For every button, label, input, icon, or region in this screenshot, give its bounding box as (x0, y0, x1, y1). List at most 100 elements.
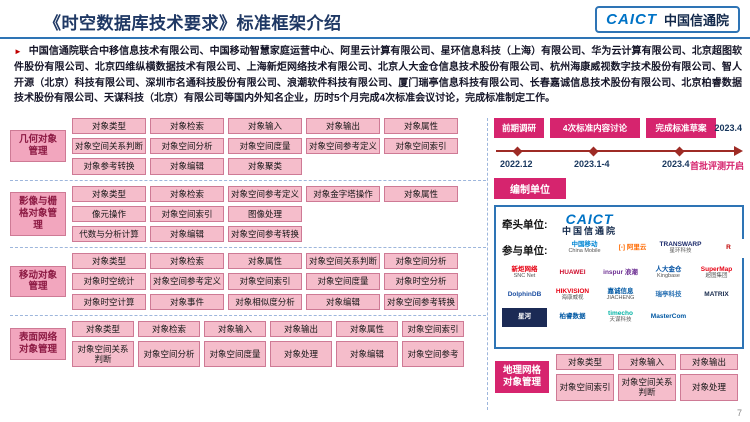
capability-box: 对象类型 (556, 354, 614, 371)
capability-row: 对象时空计算对象事件对象相似度分析对象编辑对象空间参考转换 (72, 293, 486, 310)
capability-row: 对象类型对象检索对象输入对象输出对象属性对象空间索引 (72, 320, 486, 337)
milestone-box-1: 前期调研 (494, 118, 544, 138)
partner-logo: MasterCom (646, 308, 691, 328)
group-divider (10, 179, 486, 181)
caict-logo-name: 中国信通院 (663, 13, 729, 28)
capability-box: 对象空间分析 (138, 340, 200, 368)
capability-box: 对象空间索引 (228, 273, 302, 290)
capability-box: 对象属性 (384, 185, 458, 202)
intro-text: 中国信通院联合中移信息技术有限公司、中国移动智慧家庭运营中心、阿里云计算有限公司… (14, 46, 742, 105)
capability-box: 对象编辑 (336, 340, 398, 368)
org-section-label: 编制单位 (494, 178, 566, 199)
capability-box: 对象输出 (270, 320, 332, 337)
capability-box: 像元操作 (72, 205, 146, 222)
milestone-date-1: 2022.12 (500, 159, 533, 169)
caict-wordmark: CAICT (606, 11, 657, 28)
capability-row: 像元操作对象空间索引图像处理 (72, 205, 486, 222)
capability-box: 对象金字塔操作 (306, 185, 380, 202)
group-moving: 移动对象管理 对象类型对象检索对象属性对象空间关系判断对象空间分析 对象时空统计… (10, 253, 486, 310)
capability-box: 代数与分析计算 (72, 225, 146, 243)
partner-logo: 柏睿数据 (550, 308, 595, 328)
capability-box: 对象空间关系判断 (72, 340, 134, 368)
group-grid: 地理网格对象管理 对象类型对象输入对象输出 对象空间索引对象空间关系判断对象处理 (494, 354, 744, 401)
partner-logo: HUAWEI (550, 264, 595, 284)
capability-box: 对象类型 (72, 253, 146, 270)
group-divider (10, 314, 486, 316)
caict-lead-wordmark: CAICT (565, 211, 614, 227)
page-title: 《时空数据库技术要求》标准框架介绍 (44, 14, 342, 33)
capability-box: 对象类型 (72, 118, 146, 135)
partner-logo: [-] 阿里云 (610, 239, 655, 259)
capability-row: 对象空间关系判断对象空间分析对象空间度量对象处理对象编辑对象空间参考 (72, 340, 486, 368)
bullet-arrow-icon: ► (14, 47, 22, 56)
capability-row: 对象类型对象检索对象空间参考定义对象金字塔操作对象属性 (72, 185, 486, 202)
capability-box: 对象相似度分析 (228, 293, 302, 310)
capability-box: 对象属性 (384, 118, 458, 135)
capability-box: 对象检索 (150, 118, 224, 135)
capability-row: 对象参考转换对象编辑对象聚类 (72, 158, 486, 175)
partner-logo: timecho 天谋科技 (598, 308, 643, 328)
capability-box: 对象检索 (150, 253, 224, 270)
capability-row: 对象类型对象检索对象输入对象输出对象属性 (72, 118, 486, 135)
capability-box: 对象时空计算 (72, 293, 146, 310)
caict-logo: CAICT 中国信通院 (595, 6, 740, 33)
capability-box: 对象属性 (336, 320, 398, 337)
capability-box: 对象空间度量 (204, 340, 266, 368)
capability-box: 对象参考转换 (72, 158, 146, 175)
capability-box: 对象空间参考转换 (228, 225, 302, 243)
timeline-marker-icon (674, 146, 685, 156)
participants-label: 参与单位: (502, 244, 548, 257)
milestone-box-2: 4次标准内容讨论 (550, 118, 640, 138)
capability-box: 对象类型 (72, 320, 134, 337)
group-label-surface: 表面网络对象管理 (10, 328, 66, 360)
group-label-raster: 影像与栅格对象管理 (10, 192, 66, 236)
timeline-arrow-icon (734, 146, 743, 156)
partner-logo: DolphinDB (502, 286, 547, 306)
capability-box: 对象处理 (270, 340, 332, 368)
capability-box: 对象编辑 (306, 293, 380, 310)
partner-logo: 星河 (502, 308, 547, 328)
capability-box: 对象空间参考定义 (228, 185, 302, 202)
timeline-marker-icon (512, 146, 523, 156)
vertical-divider (487, 118, 488, 410)
partner-logo: TRANSWARP 星环科技 (658, 239, 703, 259)
header-divider (0, 37, 750, 39)
capability-row: 对象空间关系判断对象空间分析对象空间度量对象空间参考定义对象空间索引 (72, 138, 486, 155)
partner-logo-row-3: DolphinDB HIKVISION 海康威视 嘉诚信息 JIACHENG (502, 286, 739, 306)
capability-box: 对象空间参考 (402, 340, 464, 368)
org-box: 牵头单位: CAICT 中国信通院 参与单位: 中国移动 China Mobil… (494, 205, 750, 349)
group-geometry: 几何对象管理 对象类型对象检索对象输入对象输出对象属性 对象空间关系判断对象空间… (10, 118, 486, 175)
capability-box: 对象空间关系判断 (306, 253, 380, 270)
capability-box: 对象空间关系判断 (618, 374, 676, 401)
caict-lead-logo: CAICT 中国信通院 (562, 212, 617, 236)
capability-box: 对象输入 (228, 118, 302, 135)
capability-row: 对象时空统计对象空间参考定义对象空间索引对象空间度量对象时空分析 (72, 273, 486, 290)
capability-row: 对象类型对象检索对象属性对象空间关系判断对象空间分析 (72, 253, 486, 270)
capability-box: 对象空间参考转换 (384, 293, 458, 310)
capability-box: 对象输出 (306, 118, 380, 135)
final-date: 2023.4 (714, 123, 742, 133)
capability-box: 对象空间分析 (384, 253, 458, 270)
lead-unit-label: 牵头单位: (502, 218, 548, 231)
timeline: 前期调研 4次标准内容讨论 完成标准草案 2023.4 2022.12 2023… (494, 118, 744, 174)
capability-box: 对象时空统计 (72, 273, 146, 290)
capability-box: 对象空间度量 (228, 138, 302, 155)
group-divider (10, 247, 486, 249)
milestone-box-3: 完成标准草案 (646, 118, 716, 138)
final-milestone-label: 首批评测开启 (689, 161, 744, 171)
capability-box: 对象检索 (150, 185, 224, 202)
partner-logo: 瑞亭科技 (646, 286, 691, 306)
timeline-marker-icon (588, 146, 599, 156)
capability-box: 对象类型 (72, 185, 146, 202)
capability-box: 对象编辑 (150, 158, 224, 175)
capability-row: 对象类型对象输入对象输出 (556, 354, 744, 371)
capability-box: 对象聚类 (228, 158, 302, 175)
partner-logo: 嘉诚信息 JIACHENG (598, 286, 643, 306)
capability-box: 对象输入 (204, 320, 266, 337)
partner-logo: inspur 浪潮 (598, 264, 643, 284)
group-label-moving: 移动对象管理 (10, 265, 66, 298)
capability-box: 对象输出 (680, 354, 738, 371)
milestone-date-2: 2023.1-4 (574, 159, 610, 169)
partner-logo: MATRIX (694, 286, 739, 306)
